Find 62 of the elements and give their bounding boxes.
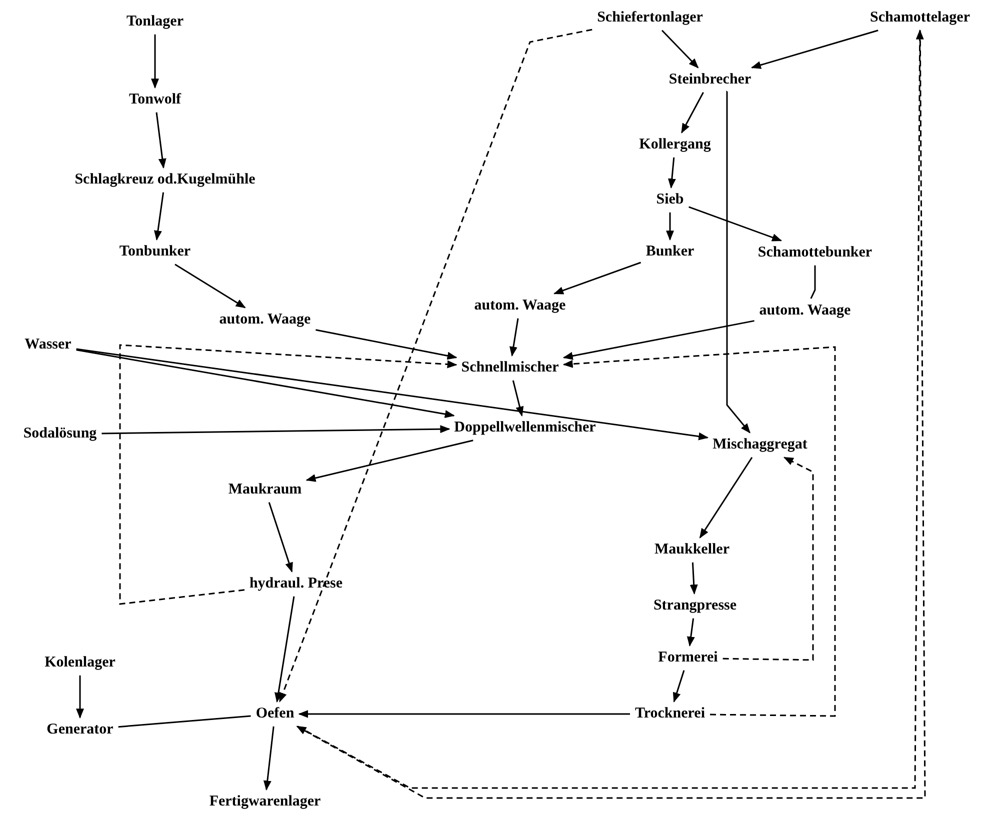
process-label: Mischaggregat	[710, 436, 810, 454]
process-label: Kolenlager	[42, 654, 118, 672]
process-label: autom. Waage	[757, 302, 853, 320]
process-label: Doppellwellenmischer	[452, 418, 598, 438]
process-label: autom. Waage	[472, 296, 568, 316]
process-label: hydraul. Prese	[247, 574, 345, 594]
arrow	[279, 28, 592, 703]
arrow	[750, 30, 878, 69]
process-label: Steinbrecher	[666, 70, 754, 90]
arrow	[672, 670, 685, 703]
process-label: Schlagkreuz od.Kugelmühle	[72, 170, 258, 190]
arrow	[154, 192, 164, 241]
arrow	[686, 618, 695, 647]
arrow	[699, 457, 753, 538]
arrow	[666, 212, 674, 241]
process-label: Schamottebunker	[756, 244, 874, 262]
arrow	[562, 346, 836, 717]
arrow	[690, 562, 698, 595]
process-label: Trocknerei	[633, 704, 707, 724]
process-label: Sieb	[654, 190, 686, 210]
arrow	[661, 30, 699, 68]
process-label: Wasser	[22, 336, 74, 354]
arrow	[553, 262, 642, 294]
arrow	[512, 380, 524, 417]
process-label: Schamottelager	[868, 8, 972, 28]
process-label: autom. Waage	[217, 310, 313, 330]
arrow	[263, 726, 274, 791]
process-label: Tonwolf	[127, 90, 183, 110]
arrow	[174, 264, 246, 308]
arrow	[722, 456, 814, 661]
arrow	[509, 318, 519, 357]
arrow	[668, 157, 676, 189]
process-label: Maukkeller	[652, 540, 732, 560]
arrow	[76, 675, 84, 719]
arrow	[76, 349, 455, 418]
process-label: Strangpresse	[651, 596, 739, 616]
process-label: Tonlager	[124, 12, 186, 32]
arrow	[681, 92, 704, 134]
arrow	[102, 425, 450, 434]
arrow	[298, 710, 630, 718]
process-label: Kollergang	[637, 136, 713, 154]
process-label: Sodalösung	[21, 424, 99, 444]
arrow	[151, 34, 159, 89]
process-label: Maukraum	[226, 480, 304, 500]
arrow	[726, 90, 750, 434]
arrow	[316, 329, 458, 360]
arrow	[156, 112, 166, 169]
arrow	[562, 320, 754, 360]
process-label: Oefen	[254, 704, 296, 724]
process-label: Formerei	[656, 648, 720, 668]
arrow	[688, 206, 782, 242]
process-label: Fertigwarenlager	[207, 792, 323, 812]
process-label: Schiefertonlager	[595, 8, 705, 28]
process-label: Schnellmischer	[459, 358, 561, 378]
arrow	[268, 502, 293, 573]
process-label: Bunker	[644, 242, 696, 262]
arrow	[306, 440, 474, 482]
arrow	[119, 344, 458, 605]
process-label: Tonbunker	[117, 242, 193, 262]
arrow	[76, 348, 709, 440]
arrow	[274, 596, 295, 703]
process-label: Generator	[44, 720, 116, 740]
